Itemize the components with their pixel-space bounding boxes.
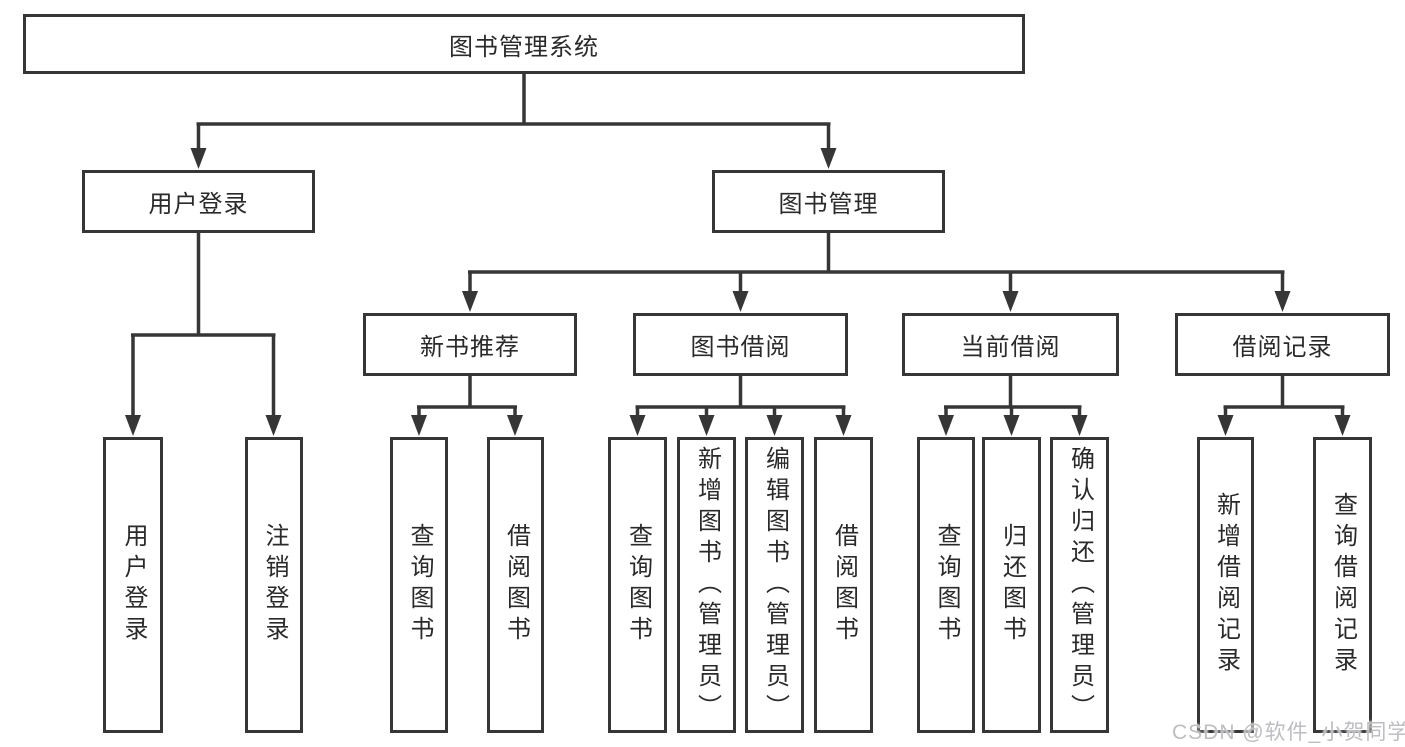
node-current-borrow: 当前借阅 [902,313,1119,376]
leaf-query-books-current: 查询图书 [917,437,975,733]
leaf-query-books-recommend: 查询图书 [390,437,448,733]
leaf-user-login: 用户登录 [103,437,163,733]
connector-borrow-records [1217,376,1351,436]
arrow-down-icon [190,148,207,169]
node-label: 图书管理系统 [449,33,599,61]
node-label: 当前借阅 [960,334,1061,361]
connector-root [190,74,837,169]
connector-user-login [125,233,282,436]
node-label: 新增借阅记录 [1212,492,1240,678]
node-label: 图书借阅 [690,334,791,361]
arrow-down-icon [820,148,837,169]
node-label: 编辑图书（管理员） [761,445,789,725]
leaf-logout: 注销登录 [245,437,303,733]
node-label: 图书管理 [778,191,879,218]
arrow-down-icon [835,415,852,436]
node-label: 借阅图书 [830,523,858,647]
node-label: 注销登录 [261,523,288,647]
leaf-return-books: 归还图书 [982,437,1041,733]
node-label: 确认归还（管理员） [1066,445,1094,725]
arrow-down-icon [462,291,478,312]
leaf-query-books-borrow: 查询图书 [608,437,667,733]
node-borrow-records: 借阅记录 [1175,313,1390,376]
node-new-book-recommend: 新书推荐 [363,313,577,376]
connector-current-borrow [938,376,1088,436]
arrow-down-icon [507,415,523,436]
node-label: 查询图书 [624,523,652,647]
node-label: 查询借阅记录 [1329,492,1357,678]
leaf-add-book-admin: 新增图书（管理员） [677,437,736,733]
node-label: 借阅图书 [502,523,530,647]
arrow-down-icon [938,415,954,436]
node-label: 新书推荐 [420,334,520,361]
connector-book-borrow [629,376,852,436]
arrow-down-icon [411,415,427,436]
arrow-down-icon [698,415,715,436]
node-book-borrow: 图书借阅 [633,313,848,376]
node-label: 借阅记录 [1232,334,1333,361]
connector-new-book-recommend [411,376,523,436]
leaf-query-borrow-record: 查询借阅记录 [1313,437,1372,733]
node-label: 新增图书（管理员） [693,445,721,725]
node-book-management: 图书管理 [712,170,945,233]
leaf-edit-book-admin: 编辑图书（管理员） [745,437,804,733]
arrow-down-icon [629,415,646,436]
node-label: 用户登录 [120,523,147,647]
node-label: 归还图书 [998,523,1026,647]
node-library-management-system: 图书管理系统 [23,14,1025,74]
arrow-down-icon [1003,415,1020,436]
arrow-down-icon [1274,291,1291,312]
leaf-borrow-books: 借阅图书 [814,437,873,733]
arrow-down-icon [125,415,141,436]
node-user-login: 用户登录 [82,170,315,233]
leaf-borrow-books-recommend: 借阅图书 [487,437,544,733]
node-label: 查询图书 [933,523,960,647]
arrow-down-icon [1334,415,1351,436]
csdn-watermark: CSDN @软件_小贺同学 [1172,721,1405,744]
leaf-add-borrow-record: 新增借阅记录 [1197,437,1254,733]
connector-book-management [462,233,1291,312]
arrow-down-icon [732,291,749,312]
arrow-down-icon [265,415,282,436]
arrow-down-icon [1217,415,1234,436]
leaf-confirm-return-admin: 确认归还（管理员） [1050,437,1109,733]
node-label: 用户登录 [148,191,249,218]
node-label: 查询图书 [406,523,433,647]
arrow-down-icon [766,415,783,436]
arrow-down-icon [1002,291,1019,312]
arrow-down-icon [1071,415,1088,436]
